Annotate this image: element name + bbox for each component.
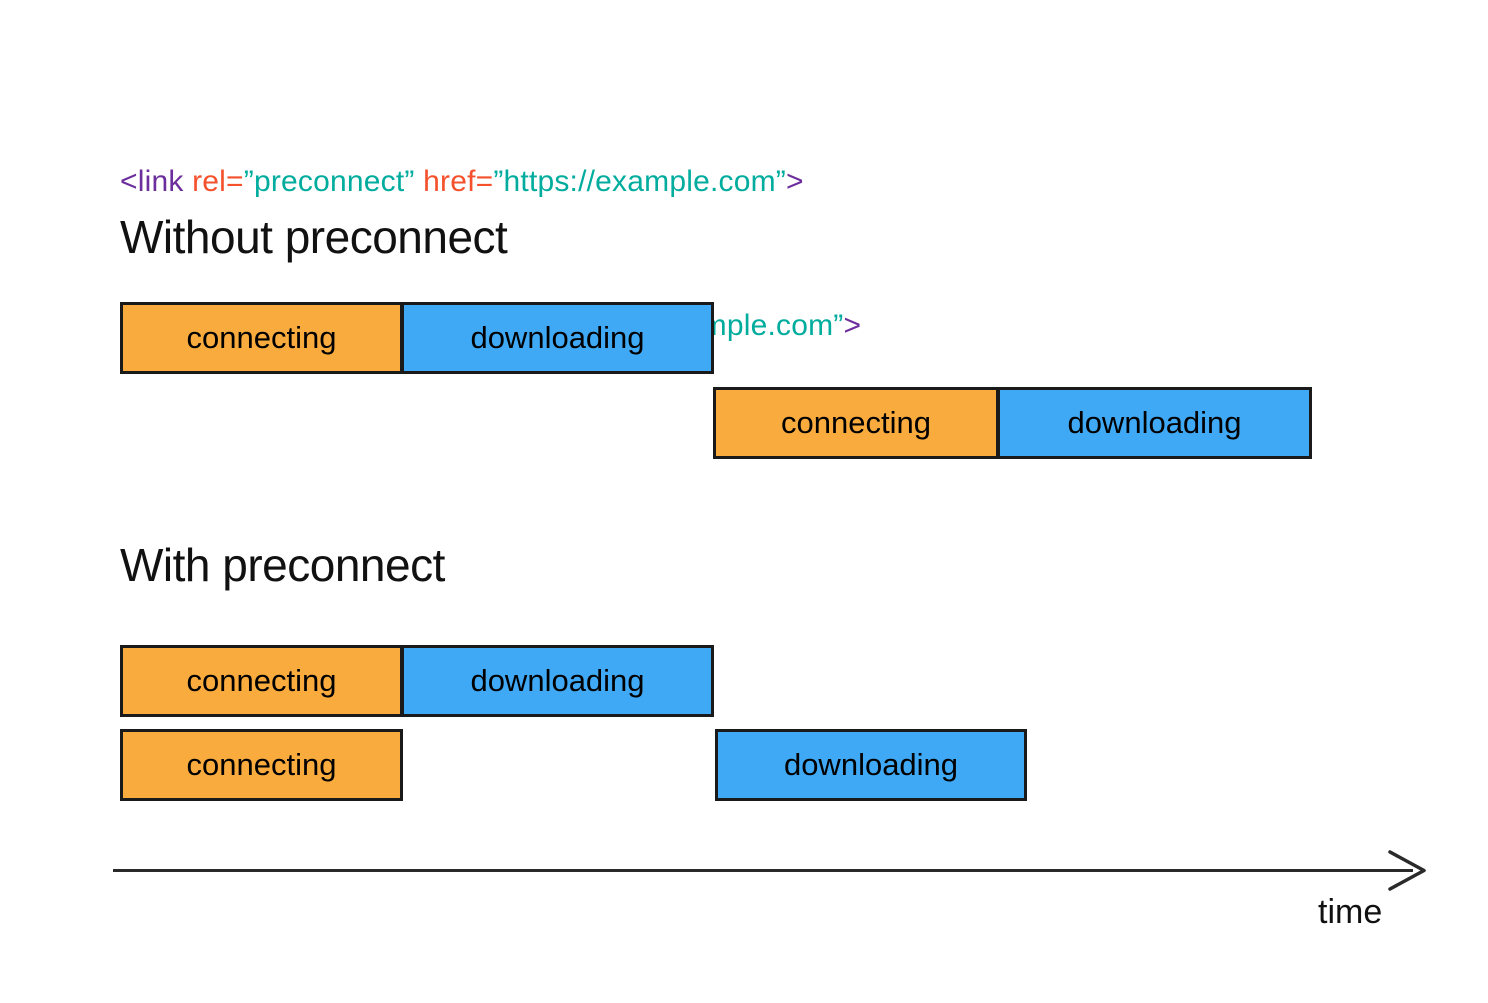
time-axis-line [113,869,1413,872]
section-title-without-preconnect: Without preconnect [120,211,508,263]
time-axis-arrowhead-icon [1388,850,1426,891]
without-request2-connecting-bar: connecting [713,387,999,459]
bar-label: downloading [1067,405,1242,440]
code-value-url: ”https://example.com” [493,165,786,198]
code-tag-open: <link [120,165,184,198]
bar-label: connecting [186,320,337,355]
code-attr-rel: rel= [183,165,244,198]
time-axis-label: time [1318,893,1383,931]
code-tag-close: > [843,309,862,342]
bar-label: connecting [186,663,337,698]
bar-label: connecting [186,747,337,782]
bar-label: downloading [470,320,645,355]
section-title-with-preconnect: With preconnect [120,539,445,591]
without-request1-connecting-bar: connecting [120,302,403,374]
code-tag-close: > [785,165,804,198]
with-request1-downloading-bar: downloading [401,645,714,717]
bar-label: downloading [470,663,645,698]
code-value-preconnect: ”preconnect” [243,165,415,198]
code-line-1: <link rel=”preconnect” href=”https://exa… [120,158,861,206]
without-request1-downloading-bar: downloading [401,302,714,374]
with-request1-connecting-bar: connecting [120,645,403,717]
with-request2-connecting-bar: connecting [120,729,403,801]
bar-label: connecting [781,405,931,440]
with-request2-downloading-bar: downloading [715,729,1027,801]
without-request2-downloading-bar: downloading [997,387,1312,459]
code-attr-href: href= [414,165,494,198]
bar-label: downloading [783,747,959,782]
